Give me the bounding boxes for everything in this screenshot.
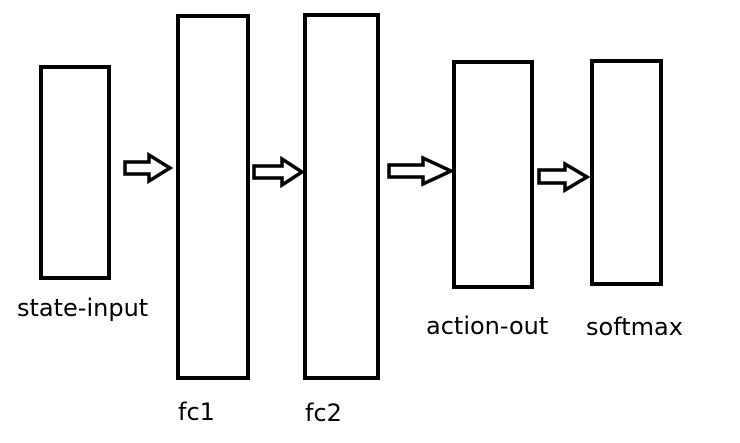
layer-box-state-input bbox=[39, 65, 111, 280]
label-softmax: softmax bbox=[586, 313, 683, 341]
layer-box-fc1 bbox=[176, 14, 250, 380]
layer-box-fc2 bbox=[303, 13, 380, 380]
layer-box-action-out bbox=[452, 60, 534, 289]
label-fc1: fc1 bbox=[178, 398, 215, 426]
label-state-input: state-input bbox=[17, 294, 148, 322]
label-fc2: fc2 bbox=[305, 399, 342, 427]
arrow-fc1-to-fc2 bbox=[252, 155, 306, 189]
arrow-fc2-to-action-out bbox=[387, 155, 456, 187]
layer-box-softmax bbox=[590, 59, 663, 286]
arrow-action-out-to-softmax bbox=[537, 160, 591, 194]
arrow-state-input-to-fc1 bbox=[123, 151, 174, 185]
label-action-out: action-out bbox=[426, 312, 548, 340]
